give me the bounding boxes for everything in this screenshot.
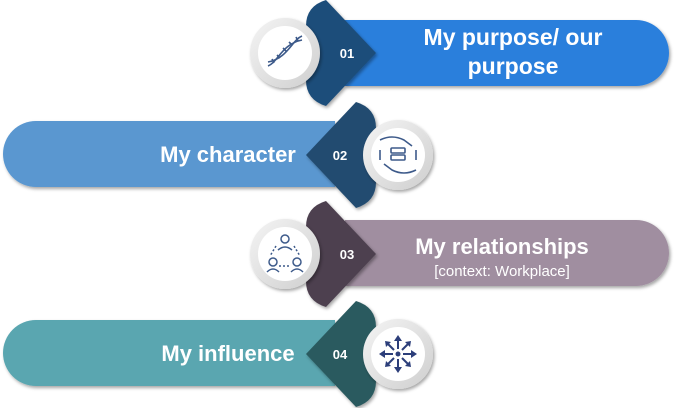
step-01-band [345,20,669,86]
step-04: 04 My influence [3,301,433,407]
dna-icon [267,35,303,67]
step-04-title: My influence [161,341,294,366]
expand-arrows-icon [379,335,417,373]
step-01-title-line2: purpose [468,53,559,79]
step-01-number: 01 [340,46,354,61]
step-03-subtitle: [context: Workplace] [434,263,570,280]
step-03-arrow [306,201,376,307]
step-03-band [345,220,669,286]
people-network-icon [266,234,304,273]
step-03: 03 My relationships [context: Workplace] [250,201,669,307]
step-04-arrow [306,301,376,407]
step-02: 02 My character [3,102,433,208]
step-02-band [3,121,335,187]
step-04-band [3,320,335,386]
step-01: 01 My purpose/ our purpose [250,0,669,106]
step-02-arrow [306,102,376,208]
step-02-number: 02 [333,148,347,163]
step-02-title: My character [160,142,296,167]
hands-icon [379,136,417,174]
step-04-number: 04 [333,347,348,362]
step-01-title-line1: My purpose/ our [424,24,603,50]
step-03-number: 03 [340,247,354,262]
step-01-arrow [306,0,376,106]
step-03-title: My relationships [415,234,589,259]
